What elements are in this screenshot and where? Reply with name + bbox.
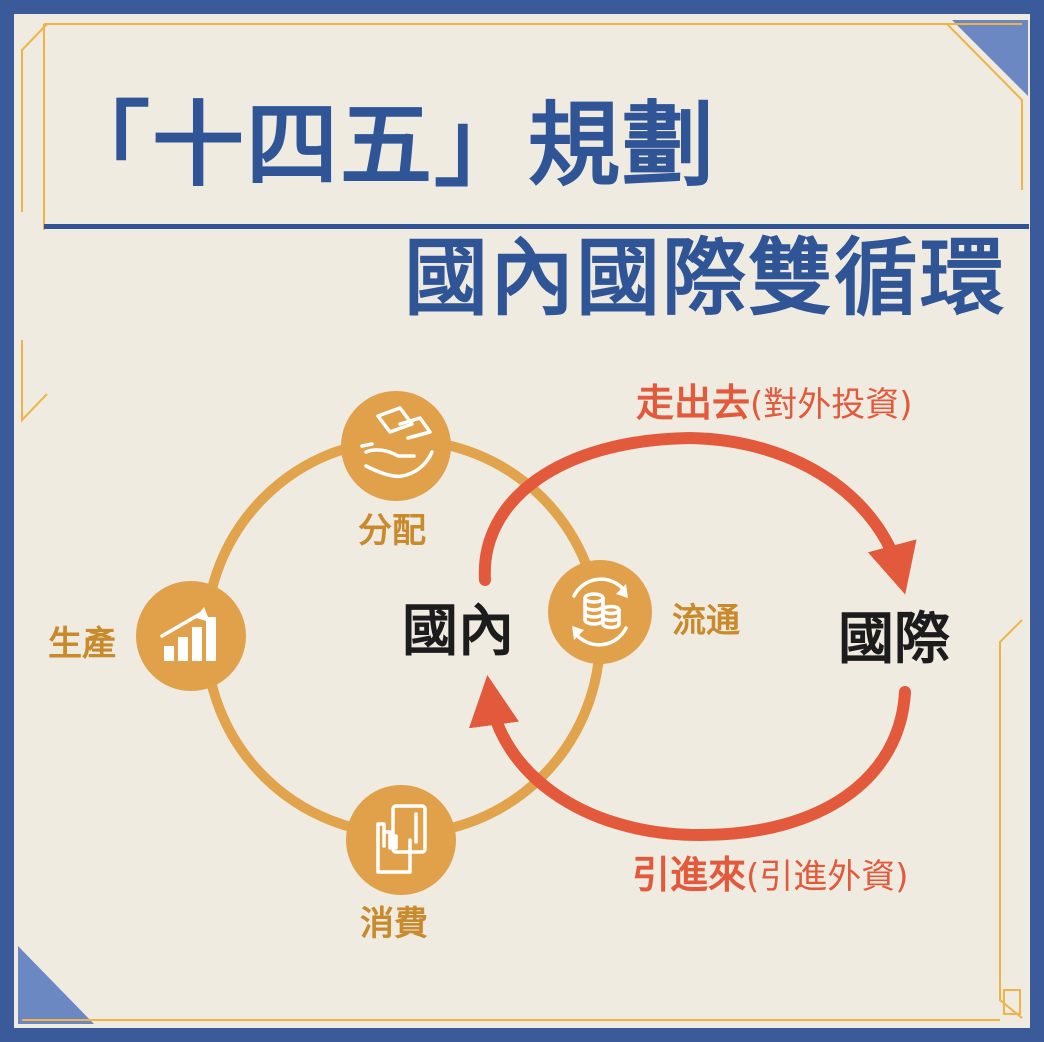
- corner-triangle-top-right: [952, 20, 1028, 96]
- international-label: 國際: [838, 607, 950, 672]
- distribution-node: [341, 391, 451, 501]
- hand-money-icon: [360, 406, 434, 479]
- outbound-label: 走出去(對外投資): [636, 384, 913, 422]
- outbound-note: (對外投資): [750, 385, 913, 425]
- domestic-label: 國內: [402, 599, 514, 664]
- consumption-label: 消費: [360, 904, 428, 944]
- growth-chart-icon: [160, 607, 216, 661]
- inbound-arrow: [469, 675, 911, 842]
- production-node: [136, 581, 246, 691]
- frame-accent-lines: [21, 23, 1023, 1021]
- consumption-node: [346, 785, 456, 895]
- inbound-label: 引進來(引進外資): [632, 856, 909, 894]
- poster-card: [14, 14, 1030, 1028]
- subtitle: 國內國際雙循環: [404, 229, 1007, 327]
- outbound-main-text: 走出去: [636, 381, 751, 425]
- outbound-arrow: [478, 431, 917, 595]
- main-title: 「十四五」規劃: [58, 92, 717, 199]
- circulation-node: [548, 560, 652, 664]
- coins-cycle-icon: [572, 577, 628, 647]
- corner-triangle-bottom-left: [18, 946, 94, 1024]
- title-divider: [44, 224, 1029, 229]
- inbound-note: (引進外資): [746, 857, 909, 897]
- production-label: 生產: [48, 624, 116, 664]
- card-payment-icon: [376, 804, 427, 874]
- inbound-main-text: 引進來: [632, 853, 747, 897]
- circulation-label: 流通: [672, 601, 740, 641]
- distribution-label: 分配: [358, 511, 426, 551]
